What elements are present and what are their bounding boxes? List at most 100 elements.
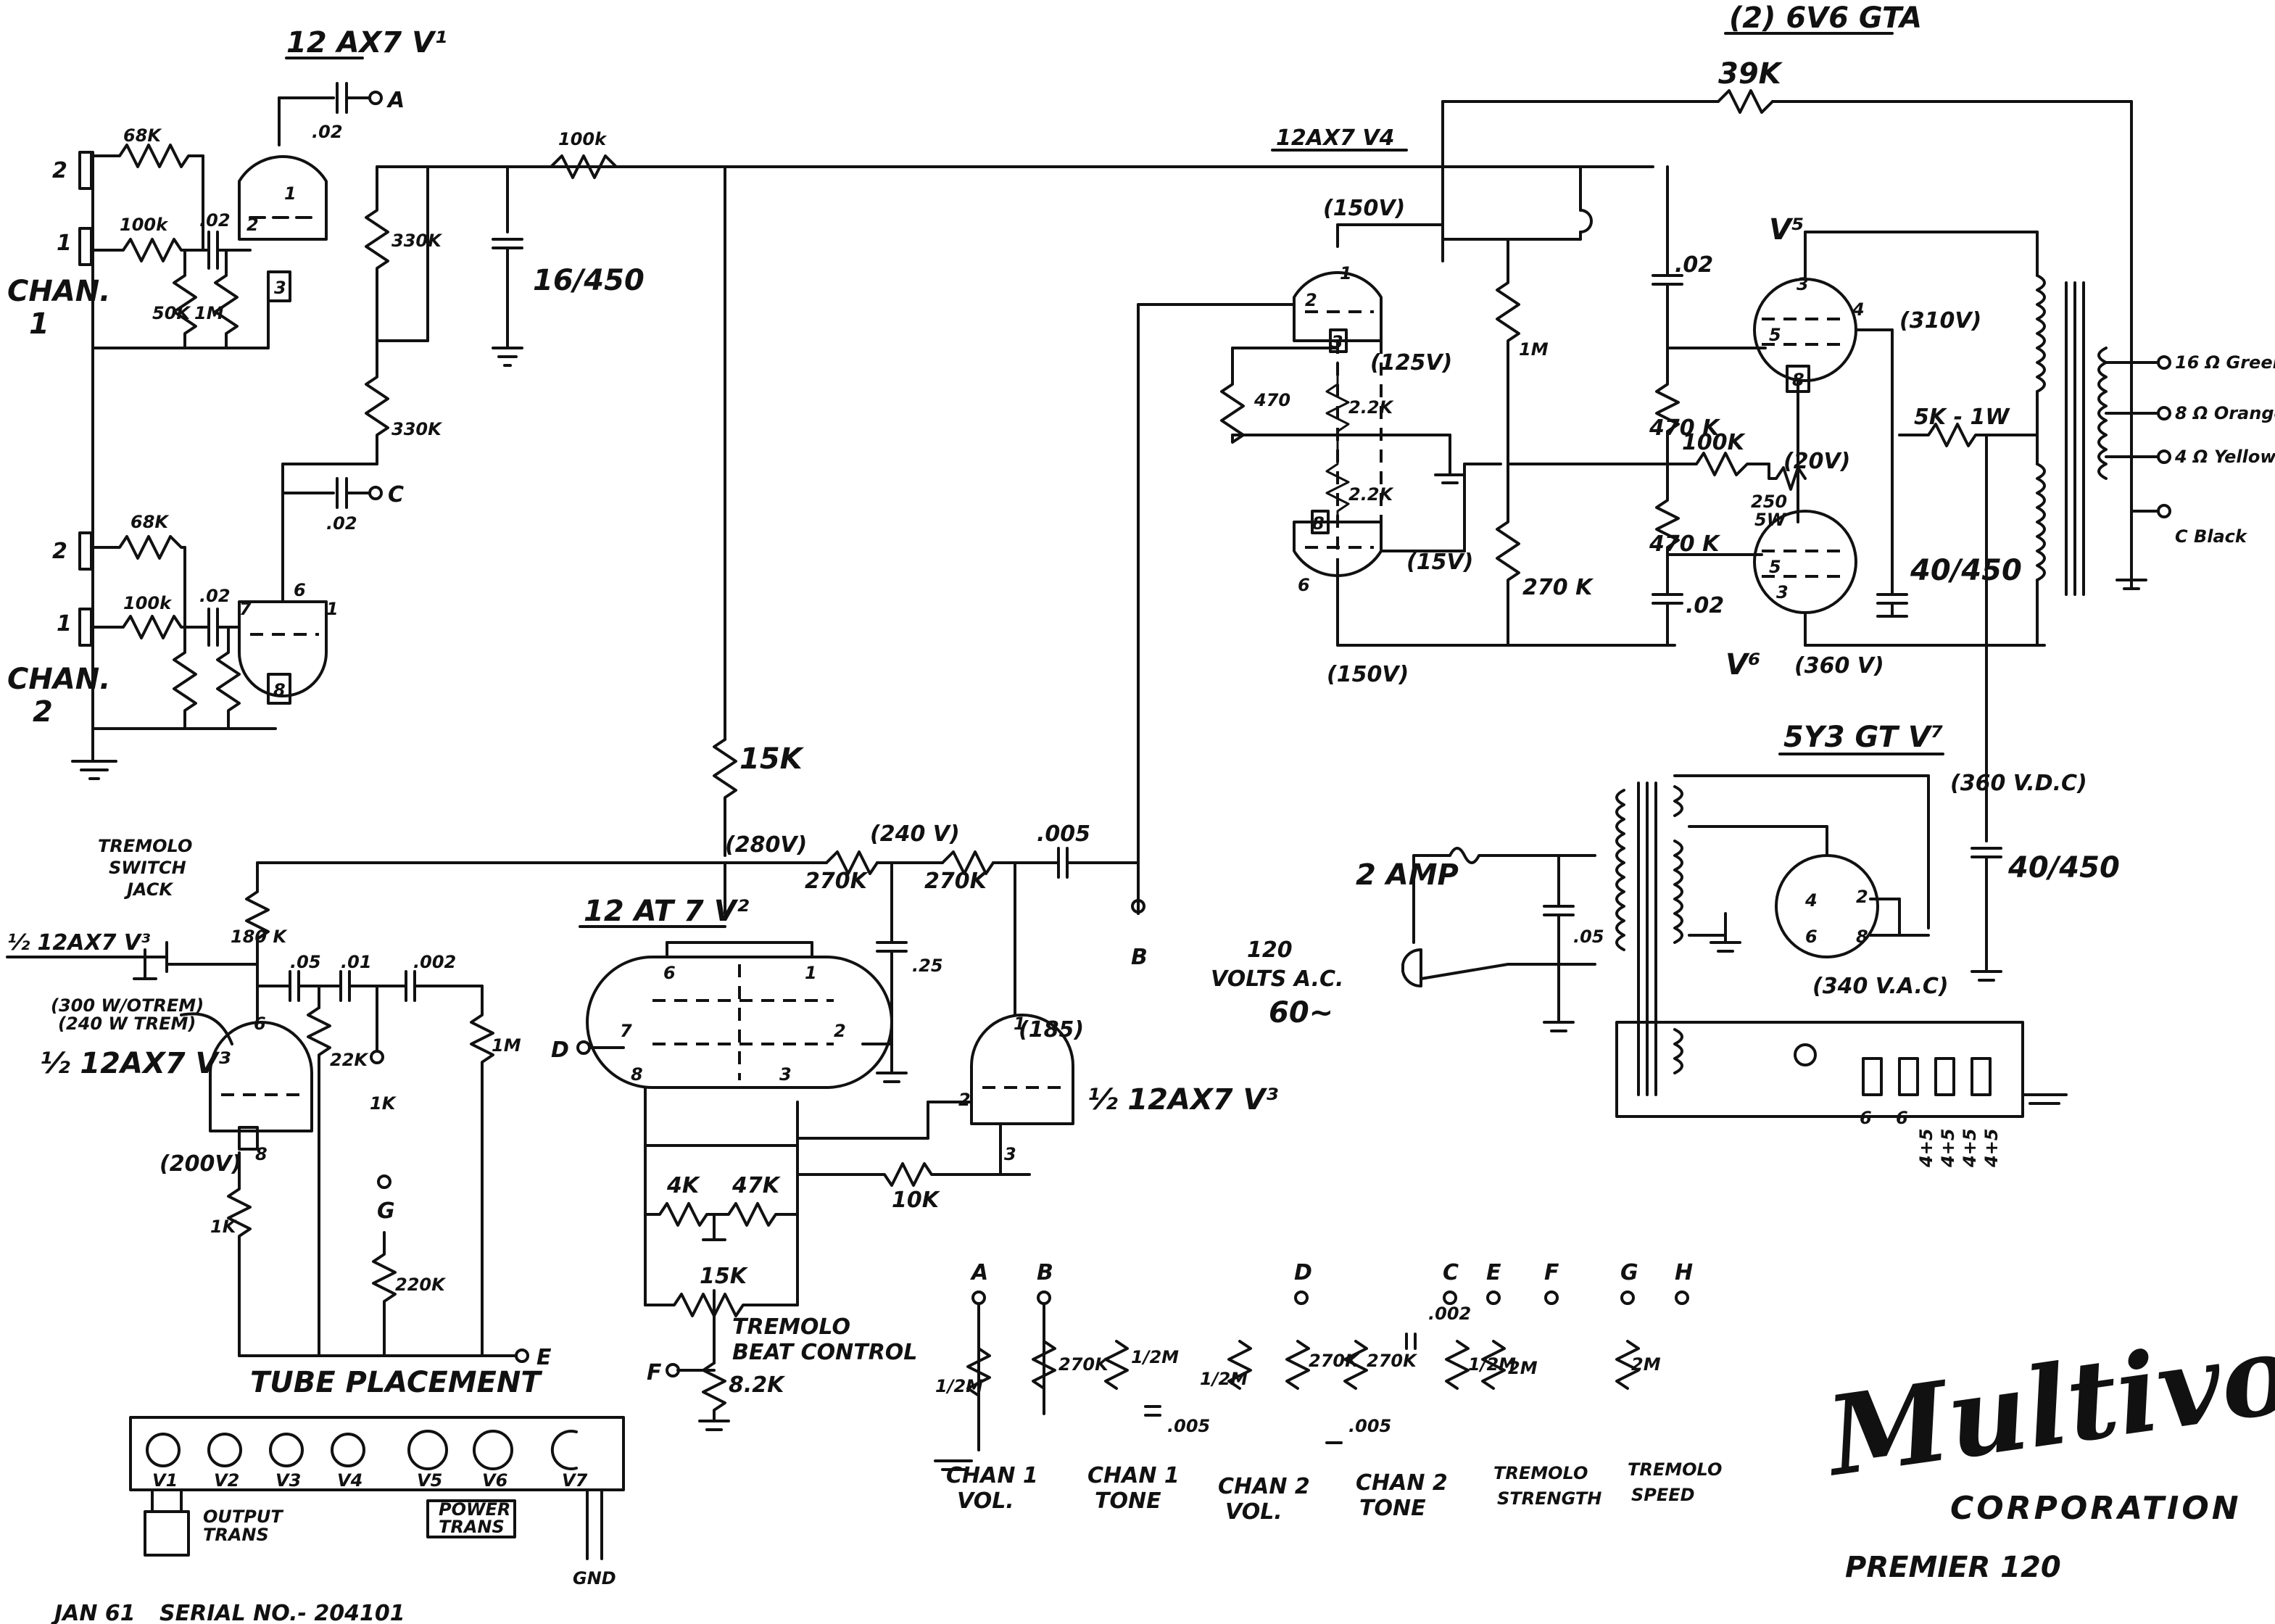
r-50k-label: 50K xyxy=(152,303,191,323)
v-340-ac: (340 V.A.C) xyxy=(1812,974,1949,999)
svg-text:6: 6 xyxy=(294,580,306,600)
v7-rectifier-tube: 4 2 6 8 xyxy=(1775,854,1879,958)
rectifier-label: 5Y3 GT V⁷ xyxy=(1783,721,1943,754)
v300-note-1: (300 W/OTREM) xyxy=(51,995,204,1016)
svg-text:5: 5 xyxy=(1769,557,1781,577)
v1a-tube: 1 2 3 xyxy=(238,96,335,349)
mains-120: 120 xyxy=(1247,937,1293,963)
svg-text:TONE: TONE xyxy=(1095,1488,1161,1514)
r-470k-b-label: 470 K xyxy=(1649,531,1721,557)
c-02-b-label: .02 xyxy=(1675,252,1713,278)
svg-text:3: 3 xyxy=(1776,582,1789,602)
svg-text:4: 4 xyxy=(1804,890,1818,911)
svg-text:3: 3 xyxy=(274,278,286,298)
r-1m-b-label: 1M xyxy=(1519,339,1549,360)
r-68k-label: 68K xyxy=(123,125,162,146)
svg-text:TRANS: TRANS xyxy=(439,1517,505,1537)
v1b-tube: 6 7 1 8 xyxy=(238,580,339,705)
v-20: (20V) xyxy=(1783,449,1850,474)
svg-text:1/2M: 1/2M xyxy=(1200,1369,1248,1389)
v3a-label: ½ 12AX7 V³ xyxy=(40,1047,231,1080)
v3-switch-half-label: ½ 12AX7 V³ xyxy=(7,930,150,956)
svg-text:F: F xyxy=(1544,1260,1559,1285)
r-100k-a2-label: 100k xyxy=(123,593,173,613)
point-a-top: A xyxy=(386,88,405,113)
r-10k-label: 10K xyxy=(892,1188,941,1213)
c-16-450-label: 16/450 xyxy=(533,264,645,297)
jack-1b-label: 1 xyxy=(57,611,72,637)
v-200: (200V) xyxy=(159,1151,241,1177)
power-transformer xyxy=(1615,782,1683,1096)
point-g-trem: G xyxy=(377,1198,395,1224)
svg-text:H: H xyxy=(1675,1260,1693,1285)
r-470-label: 470 xyxy=(1253,390,1290,410)
v-240: (240 V) xyxy=(870,821,960,847)
v-360: (360 V) xyxy=(1794,653,1884,679)
v-310: (310V) xyxy=(1899,308,1981,334)
svg-text:SPEED: SPEED xyxy=(1631,1485,1695,1505)
svg-text:8: 8 xyxy=(631,1064,643,1085)
model-label: PREMIER 120 xyxy=(1845,1551,2061,1584)
r-250-label: 250 xyxy=(1751,492,1787,512)
svg-text:6: 6 xyxy=(1805,927,1818,947)
svg-text:5: 5 xyxy=(1769,325,1781,345)
v-150-a: (150V) xyxy=(1323,196,1405,221)
v-360-dc: (360 V.D.C) xyxy=(1950,771,2087,796)
r-1k-b-label: 1K xyxy=(210,1217,238,1237)
c-25-label: .25 xyxy=(912,956,943,976)
svg-text:2: 2 xyxy=(1856,887,1868,907)
svg-text:3: 3 xyxy=(1797,274,1809,294)
chan2-input-section: 2 1 68K 100k .02 CHAN. 2 xyxy=(7,512,277,780)
svg-text:CHAN 1: CHAN 1 xyxy=(1087,1463,1180,1488)
pot-15k-label: 15K xyxy=(700,1264,749,1289)
svg-text:V7: V7 xyxy=(562,1470,588,1491)
svg-text:CHAN 2: CHAN 2 xyxy=(1356,1470,1448,1496)
svg-text:6: 6 xyxy=(663,963,676,983)
svg-text:4+5: 4+5 xyxy=(1960,1128,1980,1168)
svg-text:V5: V5 xyxy=(417,1470,442,1491)
svg-text:.002: .002 xyxy=(1428,1304,1471,1324)
point-f-trem: F xyxy=(647,1360,662,1385)
r-4k-label: 4K xyxy=(666,1173,701,1198)
svg-text:1: 1 xyxy=(1014,1014,1026,1034)
svg-text:6: 6 xyxy=(1860,1108,1872,1128)
v3a-tube: 6 8 xyxy=(209,1014,313,1164)
tap-common: C Black xyxy=(2175,526,2248,547)
chan2-number: 2 xyxy=(33,695,53,729)
svg-text:7: 7 xyxy=(239,599,252,619)
v4-tube-label: 12AX7 V4 xyxy=(1276,125,1395,151)
c-40-450-a-label: 40/450 xyxy=(1910,554,2022,587)
r-220k-label: 220K xyxy=(395,1275,447,1295)
svg-text:TRANS: TRANS xyxy=(203,1525,269,1545)
svg-text:7: 7 xyxy=(620,1021,632,1041)
v2-tube-label: 12 AT 7 V² xyxy=(584,895,750,928)
svg-text:4+5: 4+5 xyxy=(1916,1128,1936,1168)
r-270k-c-label: 270 K xyxy=(1522,575,1594,600)
svg-text:VOL.: VOL. xyxy=(1225,1499,1282,1525)
svg-text:270K: 270K xyxy=(1309,1351,1360,1371)
svg-text:GND: GND xyxy=(573,1568,616,1588)
svg-text:6: 6 xyxy=(254,1014,266,1034)
svg-text:CHAN 1: CHAN 1 xyxy=(946,1463,1038,1488)
svg-text:1/2M: 1/2M xyxy=(935,1376,983,1396)
r-22k-b-label: 2.2K xyxy=(1348,484,1395,505)
svg-text:8: 8 xyxy=(273,680,286,700)
chan1-number: 1 xyxy=(29,307,49,341)
svg-text:1: 1 xyxy=(284,183,297,204)
chan1-input-section: 2 1 68K 100k .02 50K 1M CHAN. 1 xyxy=(7,125,270,763)
r-270k-b-label: 270K xyxy=(924,869,989,894)
r-5k-1w-label: 5K - 1W xyxy=(1914,405,2010,430)
svg-text:270K: 270K xyxy=(1058,1354,1110,1375)
svg-text:B: B xyxy=(1037,1260,1053,1285)
svg-text:D: D xyxy=(1294,1260,1312,1285)
r-1m-a-label: 1M xyxy=(194,303,224,323)
svg-text:2: 2 xyxy=(834,1021,846,1041)
svg-text:V6: V6 xyxy=(482,1470,507,1491)
corporation-label: CORPORATION xyxy=(1950,1490,2242,1527)
v6-label: V⁶ xyxy=(1725,648,1760,682)
v-15: (15V) xyxy=(1406,550,1473,575)
svg-text:V3: V3 xyxy=(275,1470,301,1491)
chan1-label: CHAN. xyxy=(7,275,110,308)
trem-switch-3: JACK xyxy=(124,879,174,900)
